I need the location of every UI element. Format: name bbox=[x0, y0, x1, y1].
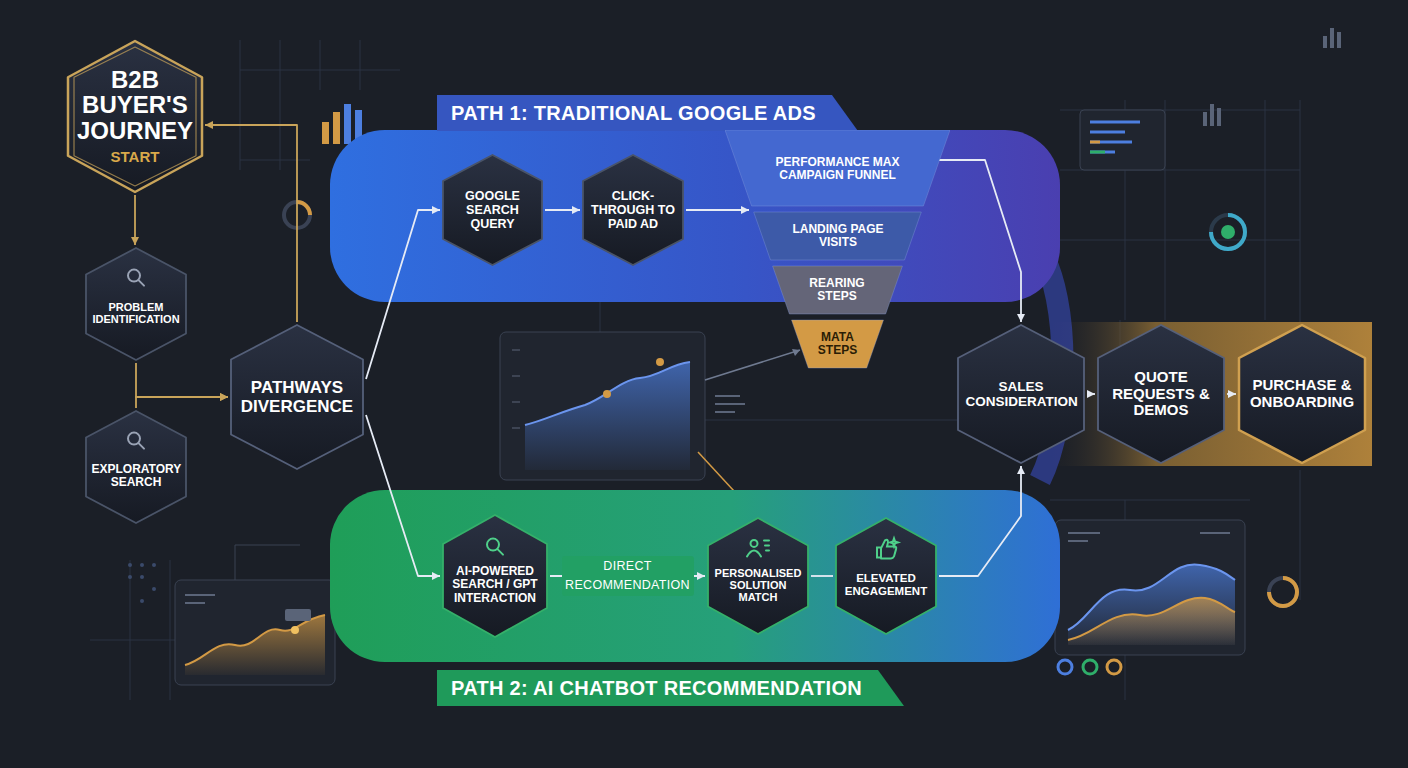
node-label: CLICK-THROUGH TO PAID AD bbox=[588, 189, 677, 231]
connector-arrow bbox=[939, 160, 1021, 322]
connector-arrow bbox=[1087, 393, 1095, 395]
funnel-shape: PERFORMANCE MAX CAMPAIGN FUNNEL LANDING P… bbox=[725, 130, 950, 370]
hexagon-shape bbox=[86, 248, 186, 360]
band-heading: PATH 2: AI CHATBOT RECOMMENDATION bbox=[451, 677, 862, 699]
grid-lines bbox=[90, 40, 1300, 700]
node-label: PURCHASE & ONBOARDING bbox=[1247, 377, 1358, 411]
connector-arrow bbox=[205, 125, 297, 322]
connector-arrow bbox=[686, 209, 749, 211]
end-hexagon: PURCHASE & ONBOARDING bbox=[1236, 322, 1368, 466]
hexagon-text: B2B BUYER'S JOURNEY START bbox=[76, 66, 194, 166]
hexagon-text: PERSONALISED SOLUTION MATCH bbox=[713, 555, 802, 615]
connector-arrow bbox=[939, 466, 1021, 576]
tier-label: MATA STEPS bbox=[807, 331, 868, 358]
icon bbox=[487, 539, 503, 555]
stage-hexagon: SALES CONSIDERATION bbox=[955, 322, 1087, 466]
hexagon-text: CLICK-THROUGH TO PAID AD bbox=[588, 173, 677, 247]
connector-arrow bbox=[1227, 393, 1236, 395]
hexagon-shape bbox=[583, 155, 683, 265]
node-label: PROBLEM IDENTIFICATION bbox=[91, 301, 180, 326]
step-hexagon: AI-POWERED SEARCH / GPT INTERACTION bbox=[440, 512, 550, 640]
hexagon-shape bbox=[443, 155, 542, 265]
hexagon-shape bbox=[1098, 325, 1224, 463]
node-label: PERSONALISED SOLUTION MATCH bbox=[713, 567, 802, 604]
node-label: AI-POWERED SEARCH / GPT INTERACTION bbox=[449, 565, 541, 605]
hexagon-text: PURCHASE & ONBOARDING bbox=[1247, 348, 1358, 440]
tier-label-box: LANDING PAGE VISITS bbox=[773, 214, 903, 258]
connector-arrow bbox=[545, 209, 580, 211]
step-hexagon: GOOGLE SEARCH QUERY bbox=[440, 152, 545, 268]
outcome-band bbox=[1040, 322, 1372, 466]
icon bbox=[877, 538, 898, 558]
funnel-tier bbox=[754, 212, 922, 260]
hexagon-text: GOOGLE SEARCH QUERY bbox=[448, 173, 536, 247]
hexagon-shape bbox=[86, 411, 186, 523]
step-hexagon: CLICK-THROUGH TO PAID AD bbox=[580, 152, 686, 268]
connector-arrow bbox=[134, 195, 136, 245]
icon bbox=[128, 270, 144, 286]
node-label: B2B BUYER'S JOURNEY bbox=[76, 67, 194, 143]
node-label: GOOGLE SEARCH QUERY bbox=[448, 189, 536, 231]
hexagon-shape bbox=[1239, 325, 1365, 463]
band-body bbox=[330, 130, 1060, 302]
band-body bbox=[330, 490, 1060, 662]
hexagon-shape bbox=[958, 325, 1084, 463]
connector-arrow bbox=[136, 363, 228, 397]
band-heading: PATH 1: TRADITIONAL GOOGLE ADS bbox=[451, 102, 816, 124]
hexagon-text: PATHWAYS DIVERGENCE bbox=[239, 349, 355, 445]
step-hexagon: ELEVATED ENGAGEMENT bbox=[833, 515, 939, 637]
hexagon-text: QUOTE REQUESTS & DEMOS bbox=[1106, 348, 1217, 440]
stage-hexagon: EXPLORATORY SEARCH bbox=[83, 408, 189, 526]
tier-label-box: PERFORMANCE MAX CAMPAIGN FUNNEL bbox=[755, 138, 920, 200]
tier-label: PERFORMANCE MAX CAMPAIGN FUNNEL bbox=[755, 156, 920, 183]
tier-label-box: MATA STEPS bbox=[807, 322, 868, 366]
path-band: PATH 2: AI CHATBOT RECOMMENDATION AI-POWE… bbox=[330, 490, 1060, 710]
bar-chart-icon bbox=[322, 28, 1341, 144]
node-label: ELEVATED ENGAGEMENT bbox=[841, 572, 930, 598]
path-band: PATH 1: TRADITIONAL GOOGLE ADS GOOGLE SEA… bbox=[330, 95, 1060, 310]
hexagon-shape bbox=[836, 518, 936, 634]
divergence-hexagon: PATHWAYS DIVERGENCE bbox=[228, 322, 366, 472]
step-hexagon: PERSONALISED SOLUTION MATCH bbox=[705, 515, 811, 637]
tier-label-box: REARING STEPS bbox=[791, 268, 883, 312]
connector-arrow bbox=[366, 415, 440, 576]
left-chart bbox=[128, 545, 335, 685]
funnel-tier bbox=[773, 266, 903, 314]
hexagon-shape bbox=[231, 325, 363, 469]
stage-hexagon: QUOTE REQUESTS & DEMOS bbox=[1095, 322, 1227, 466]
stage-hexagon: PROBLEM IDENTIFICATION bbox=[83, 245, 189, 363]
connector-arrow bbox=[136, 397, 228, 408]
hexagon-shape bbox=[68, 41, 202, 192]
hexagon-text: AI-POWERED SEARCH / GPT INTERACTION bbox=[449, 553, 541, 617]
node-label: QUOTE REQUESTS & DEMOS bbox=[1106, 369, 1217, 419]
band-tab: PATH 2: AI CHATBOT RECOMMENDATION bbox=[437, 670, 904, 706]
funnel-tier bbox=[792, 320, 884, 368]
hexagon-inner bbox=[74, 47, 196, 186]
hexagon-shape bbox=[443, 515, 547, 637]
hexagon-text: ELEVATED ENGAGEMENT bbox=[841, 555, 930, 615]
connector-arrow bbox=[811, 575, 833, 577]
tier-label: REARING STEPS bbox=[791, 277, 883, 304]
hexagon-text: SALES CONSIDERATION bbox=[966, 348, 1077, 440]
connector-arrow bbox=[366, 210, 440, 379]
icon bbox=[747, 540, 769, 557]
hexagon-text: PROBLEM IDENTIFICATION bbox=[91, 284, 180, 342]
hexagon-shape bbox=[708, 518, 808, 634]
node-label: EXPLORATORY SEARCH bbox=[91, 463, 180, 490]
node-label: SALES CONSIDERATION bbox=[966, 379, 1077, 409]
node-label: PATHWAYS DIVERGENCE bbox=[239, 378, 355, 416]
node-sublabel: START bbox=[76, 149, 194, 166]
start-hexagon: B2B BUYER'S JOURNEY START bbox=[65, 38, 205, 195]
hexagon-text: EXPLORATORY SEARCH bbox=[91, 447, 180, 505]
edge-label: DIRECT RECOMMENDATION bbox=[562, 556, 694, 596]
band-tab: PATH 1: TRADITIONAL GOOGLE ADS bbox=[437, 95, 858, 131]
funnel-tier bbox=[725, 130, 950, 206]
icon bbox=[128, 433, 144, 449]
tier-label: LANDING PAGE VISITS bbox=[773, 223, 903, 250]
